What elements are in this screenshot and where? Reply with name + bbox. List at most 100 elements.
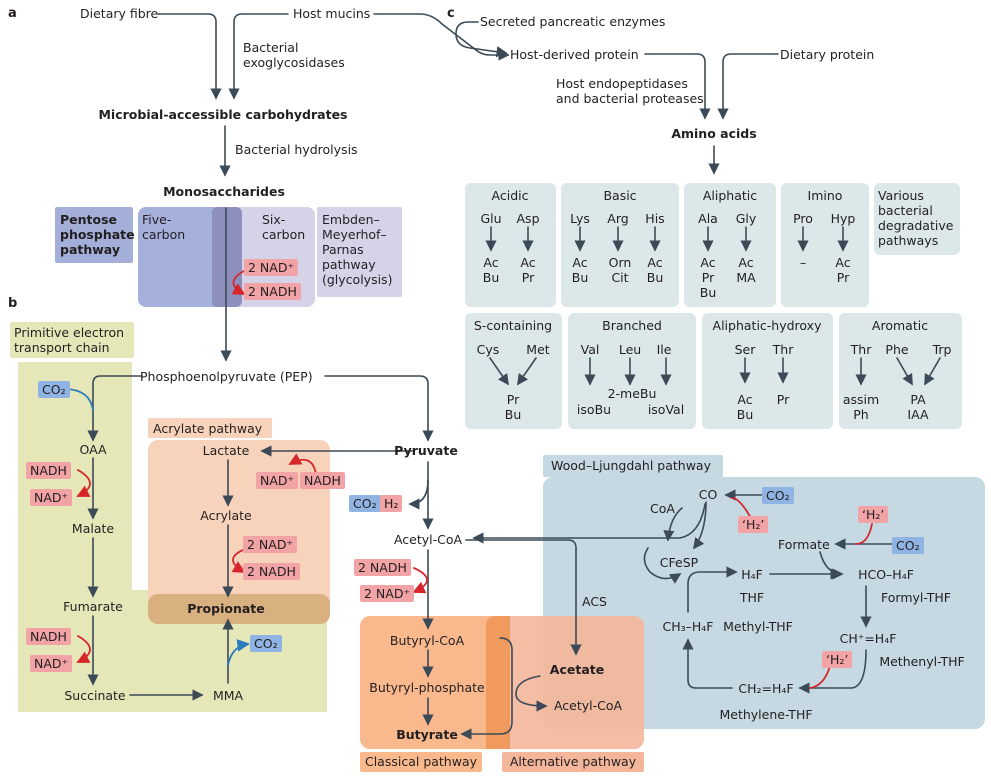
host-mucins-label: Host mucins: [293, 6, 371, 21]
two-nad-plus-pill: 2 NAD⁺: [243, 536, 298, 553]
co2-pill-mma: CO₂: [250, 635, 282, 652]
aa-product-1-1: Orn Cit: [608, 255, 632, 285]
aa-product-4-0: Pr Bu: [504, 392, 522, 422]
endopeptidases-label: Host endopeptidases and bacterial protea…: [556, 76, 704, 106]
aa-product-0-0: Ac Bu: [482, 255, 500, 285]
wood-ljungdahl-title: Wood–Ljungdahl pathway: [551, 458, 711, 473]
wl-methyl-label: Methyl-THF: [723, 619, 793, 634]
nadh-pill-left2: NADH: [26, 628, 71, 645]
aa-arrow-met: [517, 357, 537, 386]
aa-group-title-2: Aliphatic: [702, 188, 758, 203]
overlap-region: [212, 207, 242, 307]
classical-label-bg: [360, 752, 482, 772]
h2-pill-pyr: H₂: [380, 495, 403, 512]
aa-arrow-trp: [924, 357, 941, 386]
aa-group-title-4: S-containing: [473, 318, 553, 333]
aa-product-6-1: Pr: [776, 392, 790, 407]
aa-product-7-1: PA IAA: [907, 392, 929, 422]
aa-box-aliphatic: [684, 183, 776, 307]
classical-alternative-overlap: [486, 616, 510, 749]
dietary-fibre-label: Dietary fibre: [80, 6, 159, 21]
arrow-wl-to-acetylcoa: [472, 503, 706, 544]
mac-label: Microbial-accessible carbohydrates: [98, 107, 348, 122]
arrow-co2h2-branch: [408, 479, 429, 510]
wood-ljungdahl-header: [543, 455, 723, 477]
classical-pathway-label: Classical pathway: [364, 754, 478, 769]
aa-product-5-2: isoVal: [647, 402, 685, 417]
panel-label-a: a: [8, 6, 17, 21]
aa-product-1-2: Ac Bu: [646, 255, 664, 285]
co2-pill-etc: CO₂: [38, 381, 70, 398]
aa-group-title-1: Basic: [603, 188, 637, 203]
amino-acid-4-1: Met: [526, 342, 550, 357]
primitive-etc-label: Primitive electron transport chain: [14, 325, 125, 355]
butyryl-phosphate-label: Butyryl-phosphate: [369, 680, 485, 695]
dietary-protein-label: Dietary protein: [780, 47, 875, 62]
amino-acid-2-1: Gly: [735, 211, 757, 226]
arrow-ch2-to-ch3: [682, 638, 733, 689]
pep-label: Phosphoenolpyruvate (PEP): [140, 369, 313, 384]
arrow-pep-to-oaa: [87, 375, 143, 442]
aa-product-2-1: Ac MA: [736, 255, 756, 285]
amino-acid-5-1: Leu: [618, 342, 642, 357]
acetyl-coa-alt-label: Acetyl-CoA: [553, 698, 623, 713]
arrow-host-protein-to-aa: [644, 53, 711, 120]
aa-group-title-7: Aromatic: [871, 318, 929, 333]
secreted-label: Secreted pancreatic enzymes: [480, 14, 666, 29]
aa-group-title-6: Aliphatic-hydroxy: [712, 318, 822, 333]
nad-pill-left1: NAD⁺: [30, 489, 73, 506]
wl-thf-label: THF: [739, 590, 765, 605]
butyryl-coa-label: Butyryl-CoA: [389, 633, 465, 648]
amino-acid-4-0: Cys: [476, 342, 500, 357]
arrow-ch3-to-cfesp: [687, 566, 738, 613]
butyrate-label: Butyrate: [396, 727, 458, 742]
acrylate-pathway-header: [148, 418, 272, 438]
amino-acid-2-0: Ala: [698, 211, 718, 226]
bacterial-exoglycosidases-label: Bacterial exoglycosidases: [243, 40, 345, 70]
arrow-acetate-to-acetylcoa2: [515, 675, 548, 712]
arrow-nadh-to-nad-b: [412, 567, 428, 594]
aa-product-0-1: Ac Pr: [520, 255, 536, 285]
panel-label-c: c: [447, 6, 455, 21]
nadh-pill-acr: NADH: [300, 472, 345, 489]
wl-co-label: CO: [698, 487, 718, 502]
aa-arrow-phe: [896, 357, 913, 386]
wl-methenyl-label: Methenyl-THF: [879, 654, 965, 669]
propionate-band: [148, 594, 330, 624]
alternative-pathway-label: Alternative pathway: [509, 754, 637, 769]
amino-acid-3-0: Pro: [793, 211, 813, 226]
aa-box-imino: [781, 183, 869, 307]
amino-acid-7-2: Trp: [932, 342, 952, 357]
oaa-label: OAA: [79, 442, 107, 457]
arrow-pep-to-pyruvate: [324, 375, 434, 442]
mma-label: MMA: [212, 688, 244, 703]
aa-product-5-0: 2-meBu: [607, 386, 657, 401]
wl-hco-label: HCO–H₄F: [858, 567, 914, 582]
acrylate-label: Acrylate: [200, 508, 252, 523]
acetate-label: Acetate: [549, 662, 605, 677]
amino-acid-7-0: Thr: [850, 342, 872, 357]
aa-box-aromatic: [839, 313, 962, 429]
nad-plus-pill-a: 2 NAD⁺: [244, 259, 299, 276]
arrow-dietary-protein-to-aa: [717, 53, 779, 120]
wl-ch2-label: CH₂=H₄F: [738, 681, 794, 696]
bacterial-hydrolysis-label: Bacterial hydrolysis: [235, 142, 358, 157]
amino-acid-5-2: Ile: [656, 342, 672, 357]
arrow-alt-route: [460, 637, 513, 740]
various-label: Various bacterial degradative pathways: [878, 188, 954, 248]
wood-ljungdahl-region: [543, 477, 985, 729]
acs-label: ACS: [582, 594, 607, 609]
aa-group-title-0: Acidic: [491, 188, 529, 203]
wl-cfesp-label: CFeSP: [659, 555, 699, 570]
wl-methylene-label: Methylene-THF: [719, 707, 813, 722]
aa-group-title-5: Branched: [602, 318, 662, 333]
nad-pill-left2: NAD⁺: [30, 655, 73, 672]
embden-box: [317, 207, 402, 297]
aa-product-1-0: Ac Bu: [571, 255, 589, 285]
aa-product-2-0: Ac Pr Bu: [699, 255, 717, 300]
amino-acids-label: Amino acids: [671, 126, 757, 141]
acetyl-coa-label: Acetyl-CoA: [393, 532, 463, 547]
aa-product-3-1: Ac Pr: [835, 255, 851, 285]
aa-group-title-3: Imino: [807, 188, 843, 203]
